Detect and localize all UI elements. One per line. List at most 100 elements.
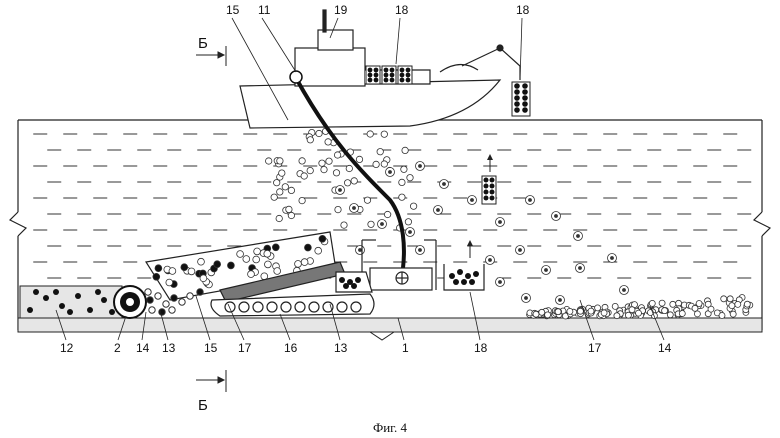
conveyor-nodule xyxy=(315,247,322,254)
bubble xyxy=(399,179,405,185)
hopper-nodule xyxy=(469,279,475,285)
intake-nodule xyxy=(169,307,175,313)
conveyor-nodule xyxy=(188,268,195,275)
nodule-core xyxy=(555,215,558,218)
label-1: 1 xyxy=(402,341,409,355)
track-wheel xyxy=(295,302,305,312)
bin-nodule xyxy=(406,78,411,83)
seabed-nodule xyxy=(577,308,583,314)
bubble xyxy=(325,139,331,145)
seabed-nodule xyxy=(614,313,620,319)
seabed-nodule xyxy=(670,301,676,307)
nodule-core xyxy=(499,281,502,284)
figure-caption: Фиг. 4 xyxy=(373,420,408,435)
conveyor-nodule xyxy=(264,250,271,257)
bubble xyxy=(373,161,379,167)
seabed-nodule xyxy=(601,310,607,316)
grab-nodule xyxy=(514,101,520,107)
seabed-nodule xyxy=(545,312,551,318)
container-nodule xyxy=(490,178,495,183)
bunker-nodule xyxy=(351,283,357,289)
bin-nodule xyxy=(384,68,389,73)
seabed-nodule xyxy=(719,313,725,319)
bin-nodule xyxy=(384,73,389,78)
intake-nodule xyxy=(179,299,185,305)
bin-nodule xyxy=(374,78,379,83)
bubble xyxy=(364,197,370,203)
seabed-nodule xyxy=(721,296,727,302)
rising-container xyxy=(467,154,496,258)
grab-nodule xyxy=(522,101,528,107)
hopper-nodule xyxy=(449,273,455,279)
label-19: 19 xyxy=(334,3,348,17)
seabed-nodule xyxy=(730,311,736,317)
bubble xyxy=(335,206,341,212)
bubble xyxy=(346,165,352,171)
bin-nodule xyxy=(368,78,373,83)
conveyor-nodule xyxy=(272,244,279,251)
bubble xyxy=(333,170,339,176)
hopper-nodule xyxy=(457,269,463,275)
bubble xyxy=(399,194,405,200)
conveyor-nodule xyxy=(295,261,302,268)
grab-nodule xyxy=(514,83,520,89)
conveyor-nodule xyxy=(305,244,312,251)
container-nodule xyxy=(490,184,495,189)
bubble xyxy=(401,166,407,172)
nodule-core xyxy=(443,183,446,186)
collector-module xyxy=(362,240,436,290)
conveyor-nodule xyxy=(254,248,261,255)
bubble xyxy=(368,221,374,227)
container-nodule xyxy=(490,190,495,195)
seabed-nodule xyxy=(662,308,668,314)
label-18-ship: 18 xyxy=(395,3,409,17)
track-wheel xyxy=(281,302,291,312)
nodule-core xyxy=(409,231,412,234)
intake-nodule xyxy=(187,293,193,299)
conveyor-nodule xyxy=(319,235,326,242)
bubble xyxy=(279,170,285,176)
intake-nodule xyxy=(159,309,165,315)
label-15-bottom: 15 xyxy=(204,341,218,355)
bubble xyxy=(319,160,325,166)
grab-nodule xyxy=(522,107,528,113)
conveyor-nodule xyxy=(237,251,244,258)
nodule-core xyxy=(545,269,548,272)
conveyor-nodule xyxy=(200,275,207,282)
bin-nodule xyxy=(374,73,379,78)
intake-nodule xyxy=(149,307,155,313)
bubble xyxy=(334,152,340,158)
bubble xyxy=(307,167,313,173)
seabed-nodule xyxy=(735,301,741,307)
intake-nodule xyxy=(163,301,169,307)
bubble xyxy=(367,131,373,137)
bin-nodule xyxy=(406,68,411,73)
hopper-nodule xyxy=(453,279,459,285)
bunker-nodule xyxy=(343,283,349,289)
label-14-left: 14 xyxy=(136,341,150,355)
bubble xyxy=(341,222,347,228)
conveyor-nodule xyxy=(253,256,260,263)
nodule-core xyxy=(339,189,342,192)
hopper-nodule xyxy=(473,271,479,277)
label-16: 16 xyxy=(284,341,298,355)
grab-nodule xyxy=(522,83,528,89)
seabed-nodule xyxy=(533,311,539,317)
seabed-nodule xyxy=(629,307,635,313)
track-wheel xyxy=(337,302,347,312)
seabed-nodule xyxy=(692,305,698,311)
conveyor-nodule xyxy=(181,264,188,271)
bin-nodule xyxy=(390,78,395,83)
label-2: 2 xyxy=(114,341,121,355)
bubble xyxy=(321,166,327,172)
intake-nodule xyxy=(197,289,203,295)
bin-nodule xyxy=(400,68,405,73)
label-11: 11 xyxy=(258,3,271,17)
hopper-nodule xyxy=(465,273,471,279)
track-wheel xyxy=(351,302,361,312)
seabed-nodule xyxy=(705,301,711,307)
bin-nodule xyxy=(384,78,389,83)
conveyor-nodule xyxy=(274,268,281,275)
grab-container xyxy=(512,82,530,116)
